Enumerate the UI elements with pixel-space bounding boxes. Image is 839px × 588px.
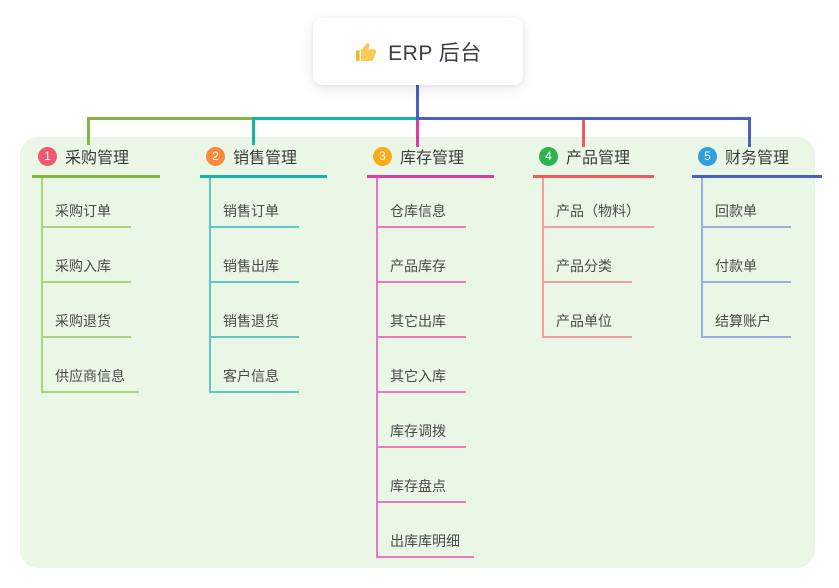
connector-root-vertical [416,85,419,119]
branch-inventory-title-node[interactable]: 3 库存管理 [367,144,494,178]
branch-purchase: 1 采购管理 采购订单 采购入库 采购退货 供应商信息 [32,144,160,393]
branch-product: 4 产品管理 产品（物料） 产品分类 产品单位 [533,144,654,338]
child-node[interactable]: 仓库信息 [378,178,466,228]
branch-3-number-badge: 3 [373,146,392,166]
branch-1-number-badge: 1 [38,146,57,166]
connector-branch-2-vertical [252,117,255,145]
connector-horizontal-blue [416,117,751,120]
branch-sales-title-node[interactable]: 2 销售管理 [200,144,327,178]
branch-5-children: 回款单 付款单 结算账户 [701,178,791,338]
branch-5-number-badge: 5 [698,146,717,166]
root-title: ERP 后台 [388,41,482,65]
child-node[interactable]: 产品分类 [544,228,632,283]
connector-branch-1-vertical [87,117,90,145]
branch-2-title: 销售管理 [233,150,298,167]
branch-purchase-title-node[interactable]: 1 采购管理 [32,144,160,178]
child-node[interactable]: 其它入库 [378,338,466,393]
connector-horizontal-green [87,117,254,120]
connector-branch-3-vertical [416,120,419,147]
branch-2-number-badge: 2 [206,146,225,166]
branch-product-title-node[interactable]: 4 产品管理 [533,144,654,178]
branch-inventory: 3 库存管理 仓库信息 产品库存 其它出库 其它入库 库存调拨 库存盘点 出库库… [367,144,494,558]
child-node[interactable]: 采购订单 [43,178,131,228]
branch-4-children: 产品（物料） 产品分类 产品单位 [542,178,654,338]
child-node[interactable]: 销售出库 [211,228,299,283]
child-node[interactable]: 付款单 [703,228,791,283]
child-node[interactable]: 库存盘点 [378,448,466,503]
branch-1-title: 采购管理 [65,150,130,167]
connector-branch-5-vertical [748,117,751,147]
child-node[interactable]: 客户信息 [211,338,299,393]
branch-4-title: 产品管理 [566,150,631,167]
child-node[interactable]: 销售订单 [211,178,299,228]
child-node[interactable]: 出库库明细 [378,503,474,558]
branch-finance-title-node[interactable]: 5 财务管理 [692,144,822,178]
branch-4-number-badge: 4 [539,146,558,166]
child-node[interactable]: 产品单位 [544,283,632,338]
canvas-panel [20,137,815,568]
branch-3-title: 库存管理 [400,150,465,167]
branch-5-title: 财务管理 [725,150,790,167]
child-node[interactable]: 销售退货 [211,283,299,338]
branch-sales: 2 销售管理 销售订单 销售出库 销售退货 客户信息 [200,144,327,393]
child-node[interactable]: 供应商信息 [43,338,139,393]
root-node[interactable]: ERP 后台 [313,18,523,85]
child-node[interactable]: 产品库存 [378,228,466,283]
connector-horizontal-teal [252,117,418,120]
child-node[interactable]: 产品（物料） [544,178,654,228]
child-node[interactable]: 采购退货 [43,283,131,338]
branch-1-children: 采购订单 采购入库 采购退货 供应商信息 [41,178,139,393]
connector-branch-4-vertical [582,117,585,147]
child-node[interactable]: 库存调拨 [378,393,466,448]
child-node[interactable]: 回款单 [703,178,791,228]
branch-3-children: 仓库信息 产品库存 其它出库 其它入库 库存调拨 库存盘点 出库库明细 [376,178,474,558]
child-node[interactable]: 采购入库 [43,228,131,283]
branch-finance: 5 财务管理 回款单 付款单 结算账户 [692,144,822,338]
child-node[interactable]: 其它出库 [378,283,466,338]
branch-2-children: 销售订单 销售出库 销售退货 客户信息 [209,178,299,393]
thumbs-up-icon [356,42,377,61]
child-node[interactable]: 结算账户 [703,283,791,338]
